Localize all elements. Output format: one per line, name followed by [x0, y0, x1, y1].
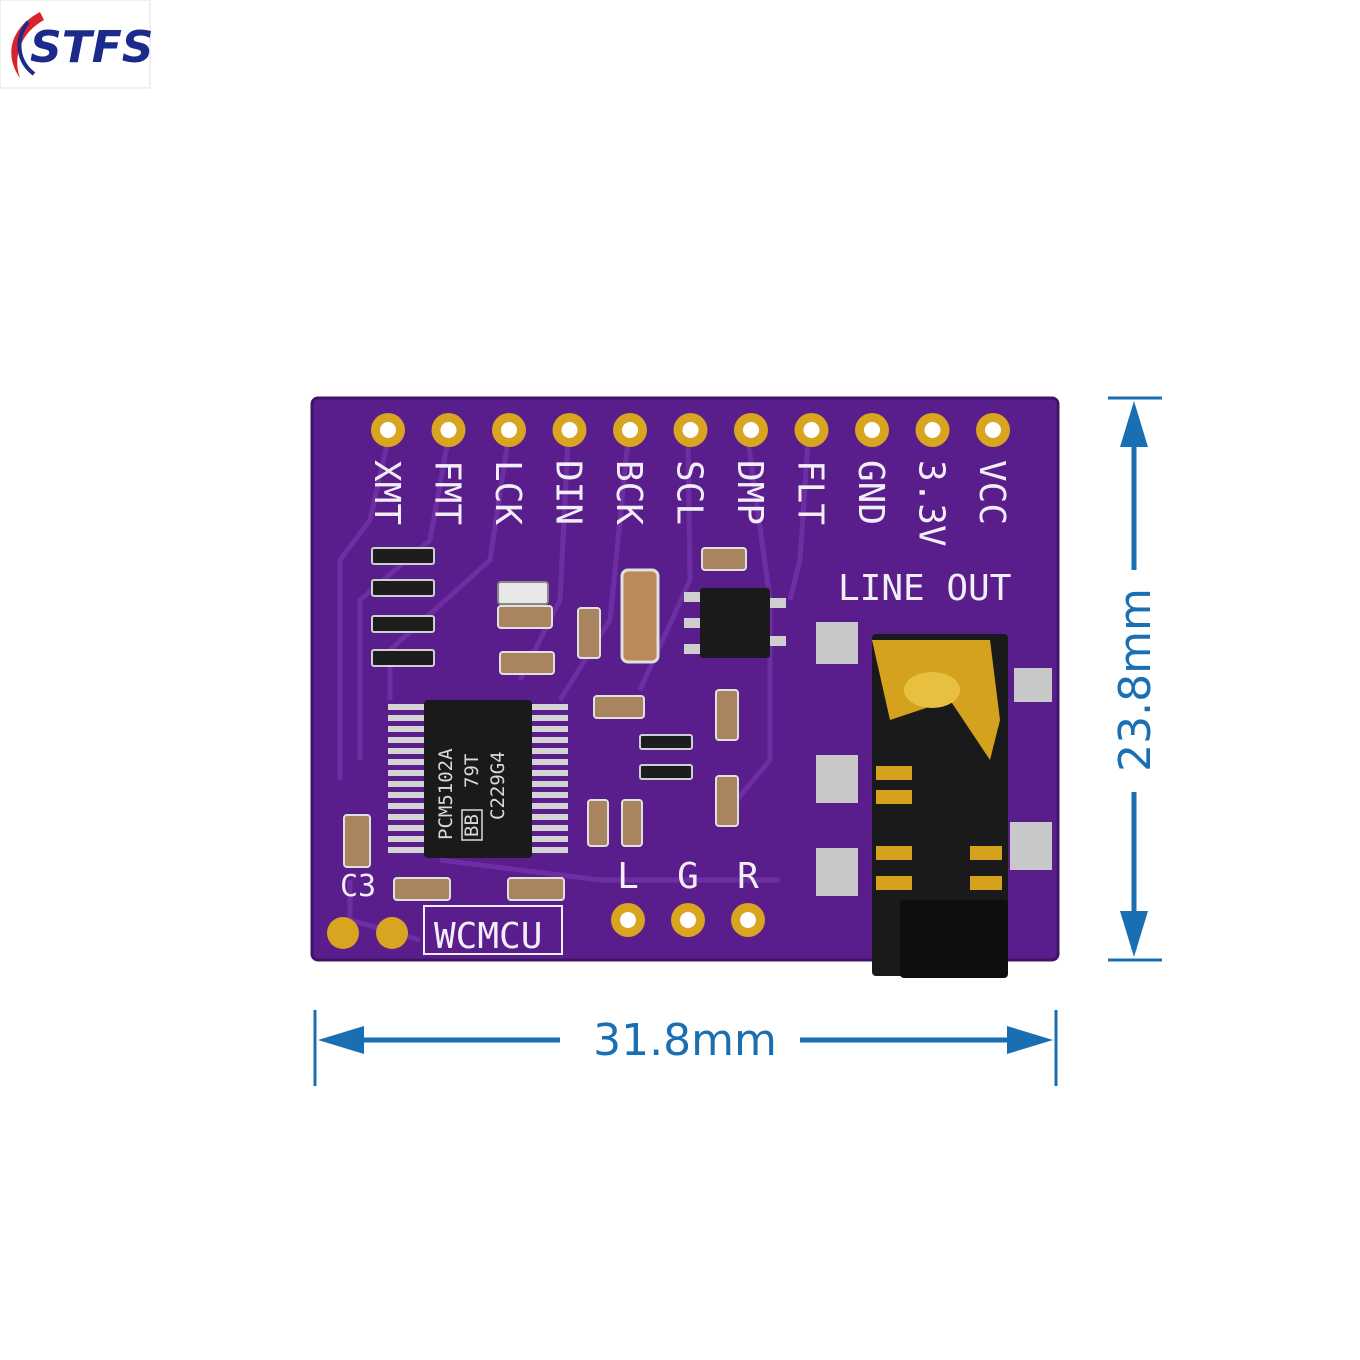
chip-pin: [532, 803, 568, 809]
header-pads: [371, 413, 1010, 447]
width-label: 31.8mm: [593, 1015, 777, 1066]
header-pad-hole: [803, 422, 820, 438]
chip-pin: [532, 704, 568, 710]
chip-pin: [388, 715, 424, 721]
chip-pin: [388, 704, 424, 710]
brand-box: [423, 905, 563, 955]
chip-pin: [532, 737, 568, 743]
output-label-r: R: [737, 856, 759, 897]
header-pad-hole: [501, 422, 517, 438]
output-label-l: L: [617, 856, 639, 897]
chip-pin: [388, 814, 424, 820]
header-label-dmp: DMP: [729, 460, 770, 525]
header-pad-hole: [440, 422, 457, 438]
chip-pin: [388, 737, 424, 743]
chip-date-code: C229G4: [487, 751, 509, 820]
line-out-label: LINE OUT: [838, 568, 1011, 609]
height-label: 23.8mm: [1110, 588, 1161, 772]
header-pad-hole: [985, 422, 1001, 438]
width-dimension: 31.8mm: [313, 1010, 1058, 1086]
c3-label: C3: [340, 869, 376, 904]
header-pad-hole: [622, 422, 638, 438]
header-label-fmt: FMT: [427, 460, 468, 525]
header-label-din: DIN: [548, 460, 589, 525]
header-pad-hole: [743, 422, 759, 438]
chip-pin: [388, 836, 424, 842]
chip-pin: [532, 792, 568, 798]
header-label-flt: FLT: [790, 460, 831, 525]
header-label-lck: LCK: [487, 460, 528, 525]
header-label-vcc: VCC: [971, 460, 1012, 525]
led: [497, 581, 549, 605]
header-pad-hole: [864, 422, 880, 438]
chip-pin: [532, 759, 568, 765]
chip-logo: BB: [461, 814, 483, 837]
header-pad-hole: [924, 422, 941, 438]
chip-pin: [532, 726, 568, 732]
audio-jack: [816, 622, 1052, 978]
header-label-bck: BCK: [608, 460, 649, 525]
chip-pin: [388, 726, 424, 732]
chip-pin: [532, 836, 568, 842]
header-label-scl: SCL: [669, 460, 710, 525]
header-pad-hole: [682, 422, 699, 438]
output-pad-hole: [680, 912, 696, 928]
chip-pin: [532, 814, 568, 820]
chip-code: 79T: [461, 754, 483, 788]
chip-part-number: PCM5102A: [435, 748, 457, 840]
smd-resistors: [371, 547, 693, 780]
chip-pin: [532, 781, 568, 787]
brand-label: WCMCU: [434, 916, 542, 957]
header-label-xmt: XMT: [366, 460, 407, 525]
chip-pin: [388, 748, 424, 754]
output-pad-hole: [740, 912, 756, 928]
chip-pin: [388, 759, 424, 765]
header-label-33v: 3.3V: [911, 460, 952, 547]
chip-pin: [532, 748, 568, 754]
regulator-chip: [684, 588, 786, 658]
header-pad-hole: [561, 422, 578, 438]
output-pad-hole: [620, 912, 636, 928]
header-label-gnd: GND: [850, 460, 891, 525]
chip-pin: [388, 792, 424, 798]
stfs-logo: STFS: [0, 0, 153, 89]
height-dimension: 23.8mm: [1108, 396, 1162, 962]
pcb-board: XMT FMT LCK DIN BCK SCL DMP FLT GND 3.3V VCC LINE …: [310, 396, 1060, 978]
chip-pin: [388, 781, 424, 787]
chip-pin: [532, 770, 568, 776]
chip-pin: [532, 715, 568, 721]
chip-pin: [532, 825, 568, 831]
logo-text: STFS: [30, 22, 153, 73]
output-label-g: G: [677, 856, 699, 897]
chip-pin: [388, 825, 424, 831]
smd-capacitors: [343, 547, 747, 901]
chip-pin: [388, 803, 424, 809]
chip-pin: [532, 847, 568, 853]
chip-pin: [388, 847, 424, 853]
dac-chip: PCM5102A BB 79T C229G4: [388, 700, 568, 858]
header-pad-hole: [380, 422, 396, 438]
chip-pin: [388, 770, 424, 776]
mounting-pads: [327, 917, 408, 949]
header-labels: XMT FMT LCK DIN BCK SCL DMP FLT GND 3.3V VCC: [366, 460, 1012, 547]
